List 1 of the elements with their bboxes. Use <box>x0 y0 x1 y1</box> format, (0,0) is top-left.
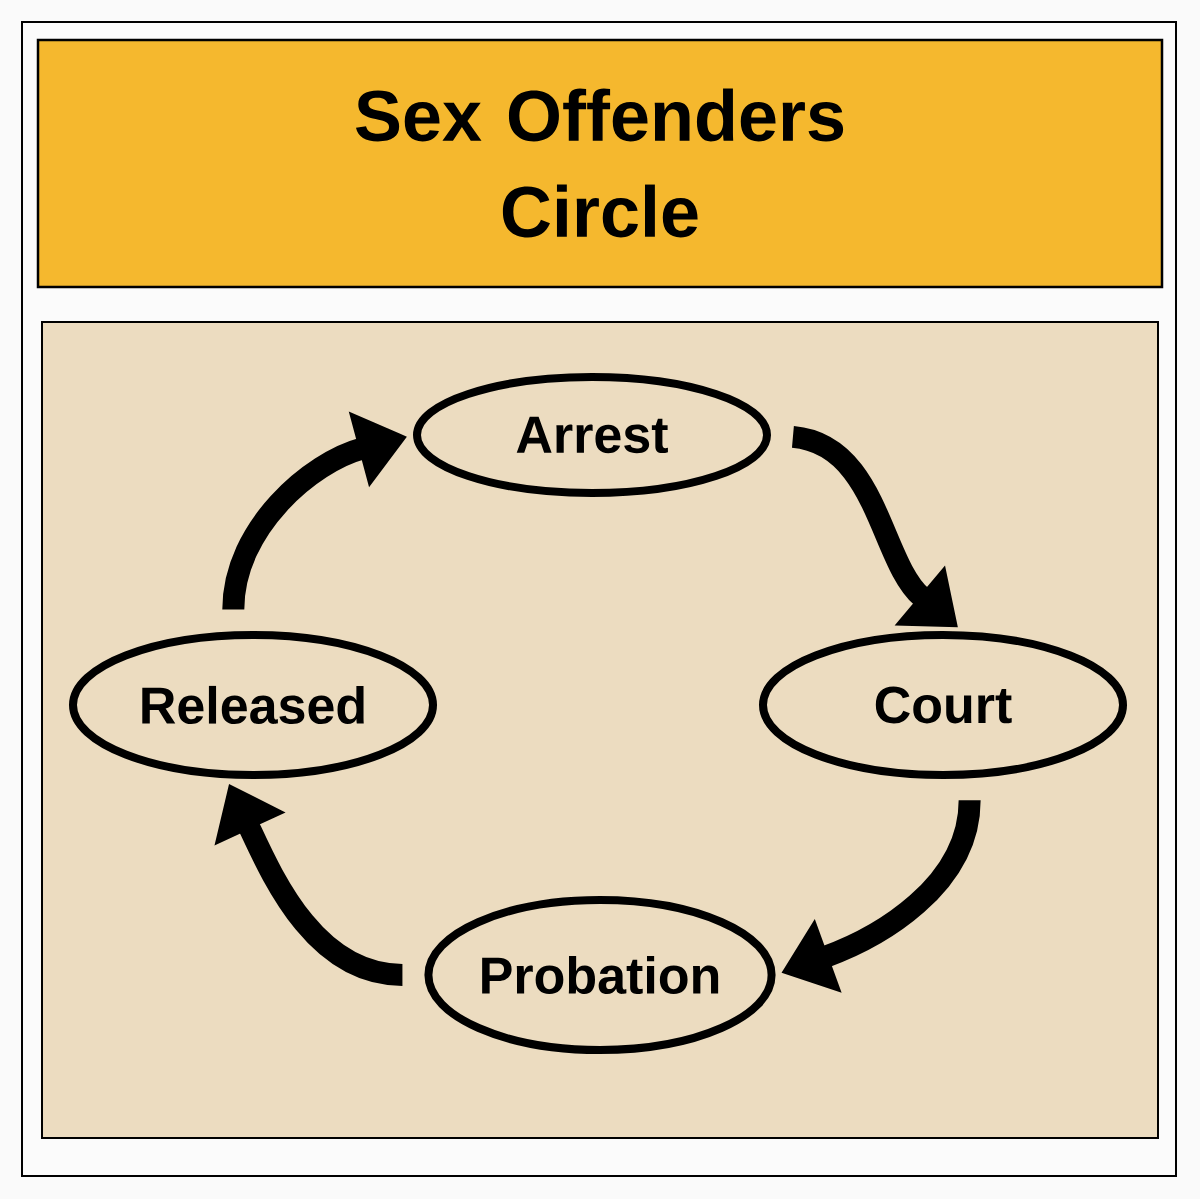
title-banner: Sex Offenders Circle <box>36 38 1164 289</box>
